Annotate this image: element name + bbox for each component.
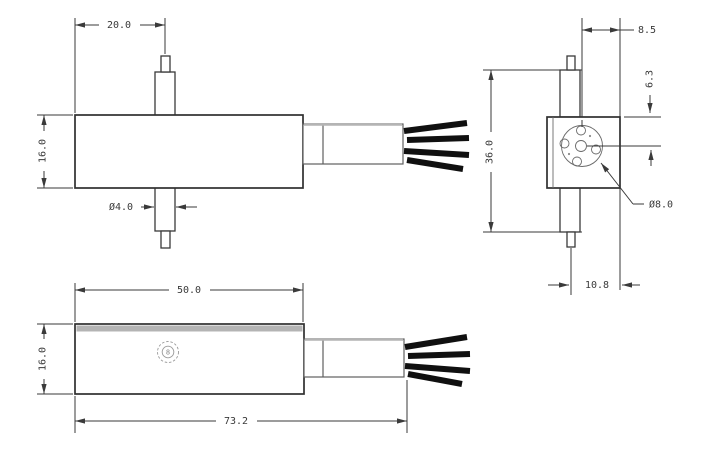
end-body [546, 116, 621, 189]
label-mask [216, 415, 257, 427]
end-bottom-post [559, 187, 581, 233]
screw-inner-circle [161, 345, 175, 359]
port-hole [559, 138, 570, 149]
side-bottom-pin-tip [160, 230, 171, 249]
top-view: 8 [74, 323, 471, 395]
rotated-label: 16.0 [37, 339, 49, 379]
top-body [74, 323, 305, 395]
fiber-wire [404, 363, 471, 374]
dim-center-to-edge-label: 8.5 [638, 25, 656, 36]
top-body-shaded-edge [76, 325, 303, 332]
port-hole [591, 144, 601, 155]
fiber-wire [407, 351, 471, 359]
fiber-wire [403, 148, 470, 158]
fiber-wire [403, 120, 468, 134]
label-mask [99, 19, 140, 31]
center-hole [575, 140, 587, 152]
side-view [74, 55, 470, 249]
end-top-pin-tip [566, 55, 576, 71]
face-mark [567, 152, 571, 156]
side-view-dimensions: 20.0 16.0 Ø4.0 [37, 18, 197, 213]
port-hole [572, 156, 582, 167]
dim-top-to-center-label: 6.3 [645, 70, 656, 88]
end-view-dimensions: 8.5 6.3 36.0 10.8 Ø8.0 [483, 25, 673, 295]
dim-pin-diameter-label: Ø4.0 [109, 201, 133, 213]
side-top-post [154, 71, 176, 117]
rotated-label: 6.3 [644, 63, 656, 95]
dim-body-length-label: 50.0 [177, 285, 201, 296]
side-top-pin-tip [160, 55, 171, 73]
top-connector [303, 338, 405, 378]
dim-pin-to-edge-label: 10.8 [585, 280, 609, 291]
label-mask [37, 131, 49, 171]
leader-line [600, 162, 634, 205]
port-hole [576, 125, 586, 136]
dim-pin-span-label: 36.0 [485, 140, 496, 164]
label-mask [169, 284, 210, 296]
dim-body-height-label: 16.0 [38, 139, 49, 163]
end-view [546, 18, 661, 290]
top-view-dimensions: 50.0 16.0 73.2 [37, 283, 408, 433]
label-mask [644, 63, 656, 95]
screw-outer-circle [157, 341, 179, 363]
dim-overall-length-label: 73.2 [224, 416, 248, 427]
face-mark [588, 134, 592, 138]
label-mask [37, 339, 49, 379]
end-bottom-pin-tip [566, 231, 576, 248]
fiber-wire [406, 135, 470, 143]
fiber-wire [404, 334, 468, 350]
rotated-label: 36.0 [484, 132, 496, 172]
end-top-post [559, 69, 581, 118]
dim-pin-offset-label: 20.0 [107, 20, 131, 31]
fiber-wire [407, 371, 463, 387]
rotated-label: 16.0 [37, 131, 49, 171]
side-bottom-post [154, 186, 176, 232]
side-connector [302, 123, 404, 165]
label-mask [484, 132, 496, 172]
screw-mark: 8 [166, 349, 170, 357]
dim-circle-diameter-label: Ø8.0 [649, 199, 673, 211]
dim-body-width-label: 16.0 [38, 347, 49, 371]
side-body [74, 114, 304, 189]
fiber-wire [406, 157, 464, 172]
